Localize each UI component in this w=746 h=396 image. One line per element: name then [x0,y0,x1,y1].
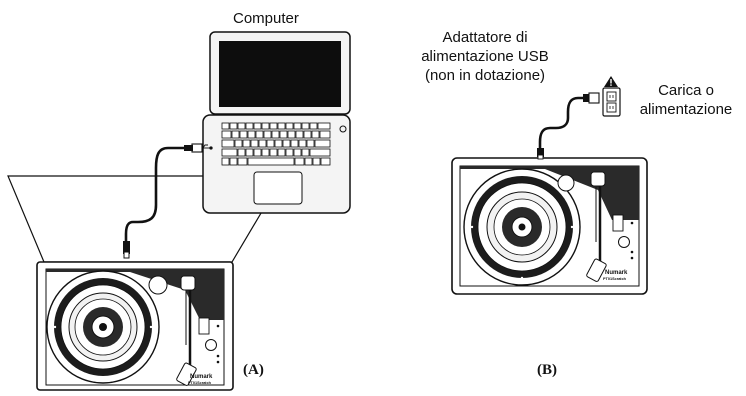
usb-plug-icon [583,92,600,104]
keyboard [221,122,331,166]
usb-plug-icon [123,241,130,259]
usb-plug-icon [184,143,203,153]
label-adapter-line2: alimentazione USB [421,48,549,65]
usb-cable-a [123,143,203,259]
usb-plug-icon [537,148,544,160]
label-computer: Computer [233,10,299,27]
label-adapter-line1: Adattatore di [442,29,527,46]
turntable-icon: Numark PT01Scratch [451,157,648,295]
usb-cable-b [537,92,600,160]
label-adapter-line3: (non in dotazione) [425,67,545,84]
warning-icon [604,76,618,87]
caption-a: (A) [243,362,264,378]
brand-model: PT01Scratch [188,381,212,385]
caption-b: (B) [537,362,557,378]
brand-logo: Numark [190,374,213,380]
brand-model: PT01Scratch [603,277,627,281]
label-charge-line2: alimentazione [640,101,733,118]
turntable-icon: Numark PT01Scratch [36,261,234,391]
wall-outlet-icon [602,87,621,117]
brand-logo: Numark [605,270,628,276]
label-charge-line1: Carica o [658,82,714,99]
laptop-icon [202,31,351,214]
